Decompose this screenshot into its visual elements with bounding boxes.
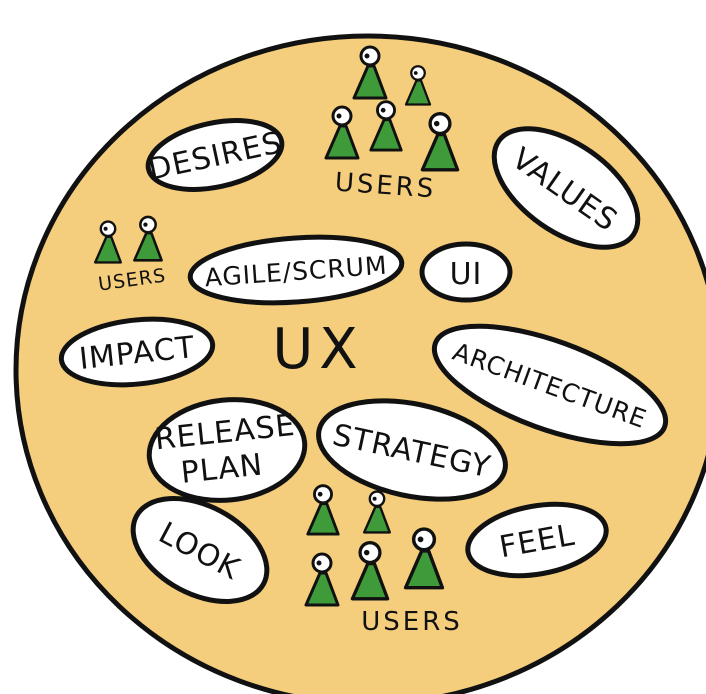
user-group-top-icons <box>324 45 460 172</box>
person-icon <box>403 527 445 590</box>
concept-agile-scrum: AGILE/SCRUM <box>187 234 405 306</box>
concept-ui-label: UI <box>450 257 483 292</box>
concept-strategy: STRATEGY <box>316 398 508 502</box>
concept-release-plan: RELEASE PLAN <box>146 397 308 503</box>
center-ux-label: UX <box>272 317 363 382</box>
user-group-left-icons <box>93 215 163 264</box>
user-group-bottom-icons <box>304 484 445 607</box>
concept-release-label-line2: PLAN <box>179 447 265 490</box>
person-icon <box>133 215 163 262</box>
person-icon <box>352 45 388 100</box>
person-icon <box>369 100 403 152</box>
person-icon <box>404 65 432 106</box>
person-icon <box>324 105 360 160</box>
person-icon <box>93 220 123 264</box>
concept-ui: UI <box>419 241 513 303</box>
person-icon <box>420 112 460 172</box>
person-icon <box>362 490 392 534</box>
users-top-label: USERS <box>334 168 437 205</box>
concept-impact: IMPACT <box>58 316 216 388</box>
users-bottom-label: USERS <box>361 607 463 637</box>
concept-look: LOOK <box>130 496 270 604</box>
person-icon <box>306 484 340 536</box>
person-icon <box>304 552 340 607</box>
person-icon <box>350 541 390 601</box>
concept-feel: FEEL <box>465 501 609 579</box>
